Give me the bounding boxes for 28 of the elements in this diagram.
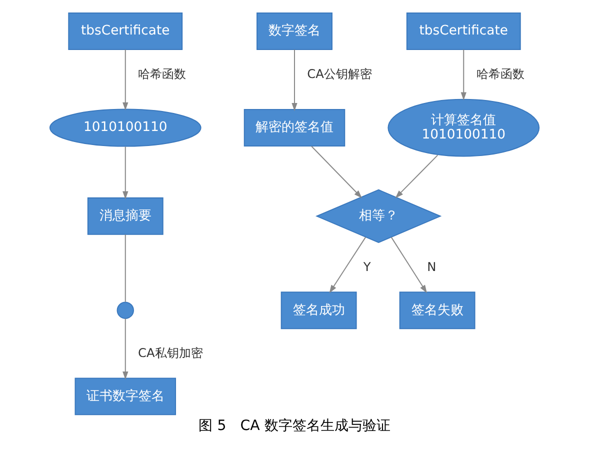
node-box: tbsCertificate	[406, 12, 521, 50]
edge-label: N	[427, 259, 436, 274]
edge-label: CA公钥解密	[307, 66, 372, 80]
node-box: 消息摘要	[87, 196, 164, 234]
arrow	[311, 145, 362, 198]
node-key	[116, 301, 134, 318]
edge-label: Y	[363, 259, 371, 274]
node-ellipse: 计算签名值 1010100110	[388, 98, 540, 156]
edge-label: CA私钥加密	[138, 346, 203, 360]
caption: 图 5 CA 数字签名生成与验证	[198, 418, 390, 434]
connector	[124, 234, 126, 302]
arrow	[329, 236, 366, 293]
arrow	[122, 146, 128, 199]
edge-label: 哈希函数	[138, 66, 186, 80]
node-box: tbsCertificate	[68, 12, 183, 50]
arrow	[122, 318, 128, 380]
node-ellipse: 1010100110	[49, 108, 202, 146]
node-box: 数字签名	[256, 12, 332, 50]
arrow	[460, 49, 466, 100]
node-box: 签名失败	[399, 291, 476, 329]
node-box: 证书数字签名	[74, 377, 176, 415]
arrow	[292, 49, 298, 111]
node-box: 解密的签名值	[244, 108, 346, 146]
arrow	[395, 154, 438, 198]
arrow	[122, 49, 128, 110]
arrow	[390, 236, 427, 293]
node-box: 签名成功	[280, 291, 357, 329]
edge-label: 哈希函数	[476, 66, 524, 80]
